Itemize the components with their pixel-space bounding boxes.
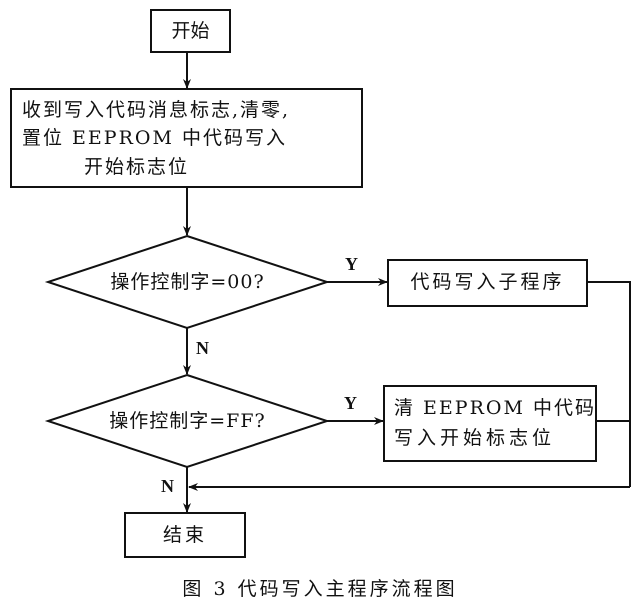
decision2-yes-label: Y	[344, 393, 357, 413]
edge-write-sub-return	[587, 281, 631, 487]
write-sub-label: 代码写入子程序	[410, 271, 565, 293]
end-node	[124, 512, 246, 558]
figure-caption: 图 3 代码写入主程序流程图	[182, 578, 458, 600]
end-label: 结束	[162, 524, 207, 546]
clear-flag-node	[383, 385, 597, 462]
start-label: 开始	[171, 20, 210, 42]
decision1-no-label: N	[196, 338, 209, 358]
clear-flag-line-1: 清 EEPROM 中代码	[394, 397, 596, 419]
init-line-1: 收到写入代码消息标志,清零,	[22, 99, 291, 121]
clear-flag-line-2: 写入开始标志位	[394, 427, 556, 449]
decision1-yes-label: Y	[345, 254, 358, 274]
init-line-2: 置位 EEPROM 中代码写入	[22, 127, 287, 149]
decision2-no-label: N	[161, 476, 174, 496]
decision2-label: 操作控制字=FF?	[109, 410, 266, 432]
start-node	[150, 9, 231, 53]
init-line-3: 开始标志位	[84, 156, 190, 178]
decision1-label: 操作控制字=00?	[110, 271, 265, 293]
